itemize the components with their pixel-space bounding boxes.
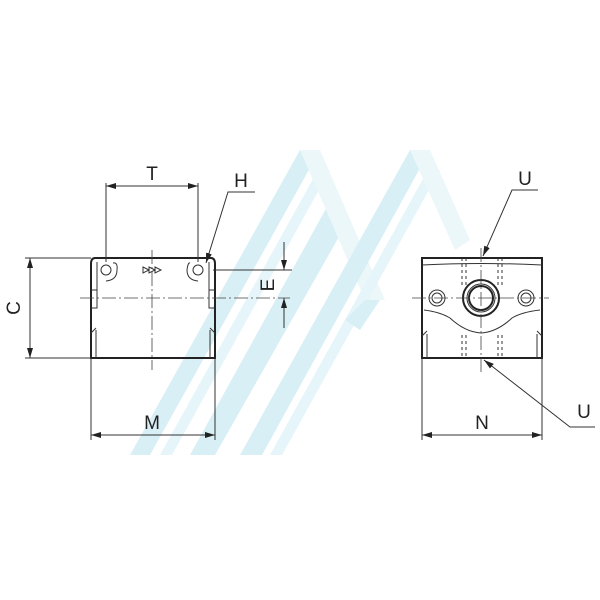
dimension-C: C [4,257,91,359]
mounting-hole-right [192,264,204,276]
front-view-body [421,257,543,359]
mounting-hole-left [100,264,112,276]
label-T: T [146,164,158,185]
front-view [412,248,549,372]
dimension-U-bottom: U [483,359,595,428]
label-M: M [144,413,160,434]
label-U-bottom: U [577,402,591,423]
label-C: C [4,301,25,315]
label-U-top: U [518,169,532,190]
label-E: E [258,279,279,292]
label-N: N [475,413,489,434]
dimension-N: N [421,358,543,440]
watermark-logo [130,150,470,455]
dimension-H: H [205,171,255,264]
dimension-M: M [90,358,216,440]
dimension-U-top: U [482,169,538,257]
dimension-E: E [213,242,292,328]
dimension-T: T [105,164,199,262]
label-H: H [234,171,248,192]
